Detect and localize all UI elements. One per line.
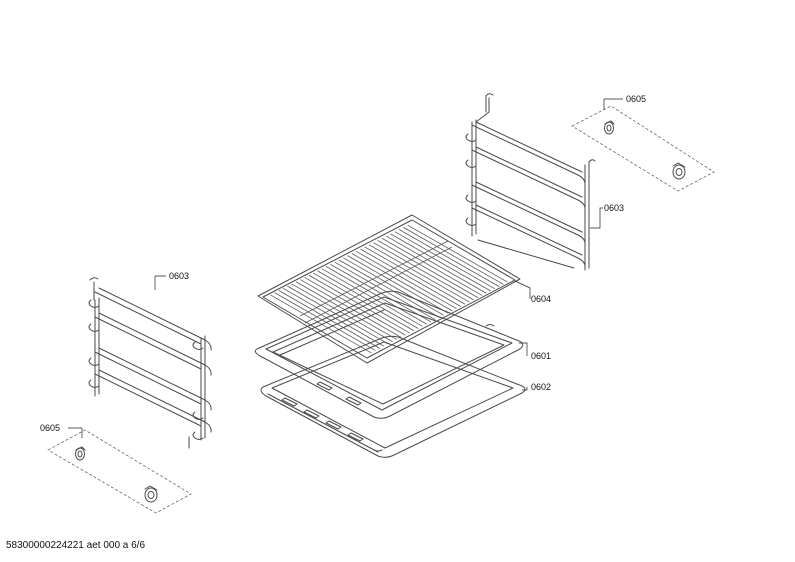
- right-fastener-lower: [672, 162, 686, 180]
- left-fastener-set: [47, 429, 192, 514]
- left-fastener-upper: [75, 446, 86, 461]
- document-id: 58300000224221 aet 000 a 6/6: [6, 540, 146, 551]
- right-fastener-set: [571, 105, 715, 192]
- leader-lines: [68, 98, 623, 438]
- callout-label: 0604: [531, 294, 551, 304]
- callout-label: 0603: [169, 271, 189, 281]
- callout-labels: 0605 0603 0603 0604 0601 0602 0605: [40, 94, 646, 433]
- callout-label: 0605: [626, 94, 646, 104]
- wire-shelf: [257, 214, 521, 364]
- right-fastener-upper: [604, 120, 615, 135]
- callout-label: 0603: [604, 203, 624, 213]
- universal-pan: [260, 335, 526, 458]
- callout-label: 0602: [531, 382, 551, 392]
- callout-label: 0605: [40, 423, 60, 433]
- callout-label: 0601: [531, 351, 551, 361]
- baking-tray: [254, 290, 524, 419]
- right-side-rail: [465, 93, 596, 271]
- left-fastener-lower: [144, 485, 158, 503]
- left-side-rail: [88, 277, 212, 449]
